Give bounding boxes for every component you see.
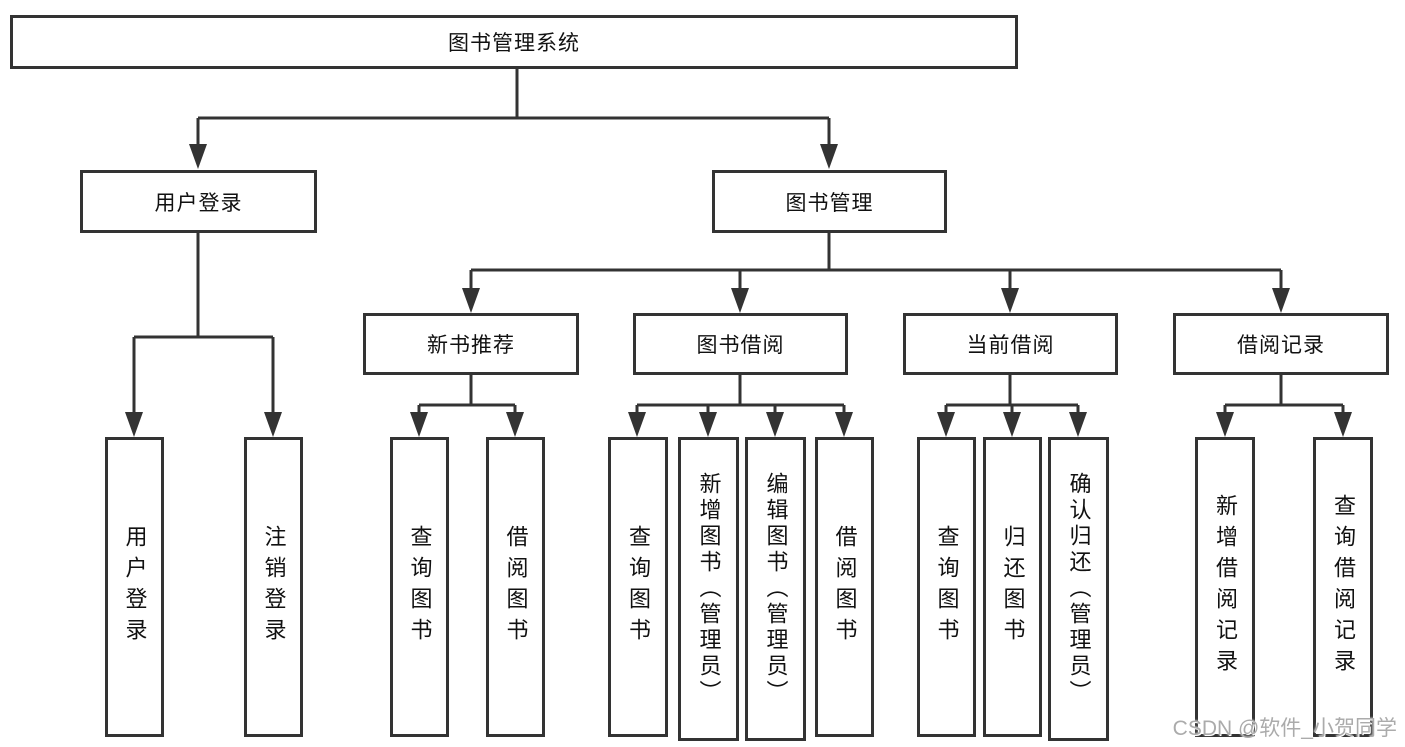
node-book-borrow-label: 图书借阅 [696, 334, 785, 357]
leaf-return-book-label: 归还图书 [1000, 525, 1026, 649]
leaf-edit-book-admin-label: 编辑图书（管理员） [763, 472, 789, 706]
node-user-login: 用户登录 [80, 170, 317, 233]
leaf-borrow-book-1: 借阅图书 [486, 437, 545, 737]
leaf-query-book-2-label: 查询图书 [626, 525, 651, 649]
connectors-user-login [125, 233, 282, 437]
leaf-logout-label: 注销登录 [261, 525, 287, 649]
leaf-edit-book-admin: 编辑图书（管理员） [745, 437, 806, 741]
leaf-borrow-book-2: 借阅图书 [815, 437, 874, 737]
leaf-query-book-2: 查询图书 [608, 437, 668, 737]
leaf-return-book: 归还图书 [983, 437, 1042, 737]
node-current-borrow-label: 当前借阅 [966, 334, 1055, 357]
node-borrow-records-label: 借阅记录 [1237, 334, 1325, 357]
csdn-watermark: CSDN @软件_小贺同学 [1172, 717, 1397, 740]
node-user-login-label: 用户登录 [154, 191, 243, 215]
node-book-management: 图书管理 [712, 170, 947, 233]
node-new-book-recommend-label: 新书推荐 [427, 334, 515, 357]
node-book-management-label: 图书管理 [785, 191, 874, 215]
connectors-book-management [462, 233, 1290, 313]
leaf-logout: 注销登录 [244, 437, 303, 737]
leaf-query-book-1: 查询图书 [390, 437, 449, 737]
leaf-add-book-admin-label: 新增图书（管理员） [696, 472, 722, 706]
connectors-book-borrow [628, 375, 853, 437]
leaf-add-borrow-record: 新增借阅记录 [1195, 437, 1255, 737]
leaf-query-book-1-label: 查询图书 [407, 525, 433, 649]
leaf-borrow-book-2-label: 借阅图书 [832, 525, 858, 649]
leaf-query-borrow-record: 查询借阅记录 [1313, 437, 1373, 737]
leaf-query-book-3: 查询图书 [917, 437, 976, 737]
leaf-confirm-return-admin: 确认归还（管理员） [1048, 437, 1109, 741]
node-current-borrow: 当前借阅 [903, 313, 1118, 375]
leaf-add-book-admin: 新增图书（管理员） [678, 437, 739, 741]
connectors-current-borrow [937, 375, 1087, 437]
leaf-query-borrow-record-label: 查询借阅记录 [1331, 494, 1356, 680]
connectors-new-book-recommend [410, 375, 524, 437]
node-book-borrow: 图书借阅 [633, 313, 848, 375]
leaf-user-login: 用户登录 [105, 437, 164, 737]
node-new-book-recommend: 新书推荐 [363, 313, 579, 375]
node-root: 图书管理系统 [10, 15, 1018, 69]
leaf-borrow-book-1-label: 借阅图书 [503, 525, 529, 649]
leaf-user-login-label: 用户登录 [122, 525, 148, 649]
leaf-confirm-return-admin-label: 确认归还（管理员） [1066, 472, 1092, 706]
leaf-query-book-3-label: 查询图书 [934, 525, 960, 649]
node-root-label: 图书管理系统 [448, 32, 580, 55]
node-borrow-records: 借阅记录 [1173, 313, 1389, 375]
leaf-add-borrow-record-label: 新增借阅记录 [1213, 494, 1238, 680]
connectors-borrow-records [1216, 375, 1352, 437]
connectors-root [189, 69, 838, 169]
